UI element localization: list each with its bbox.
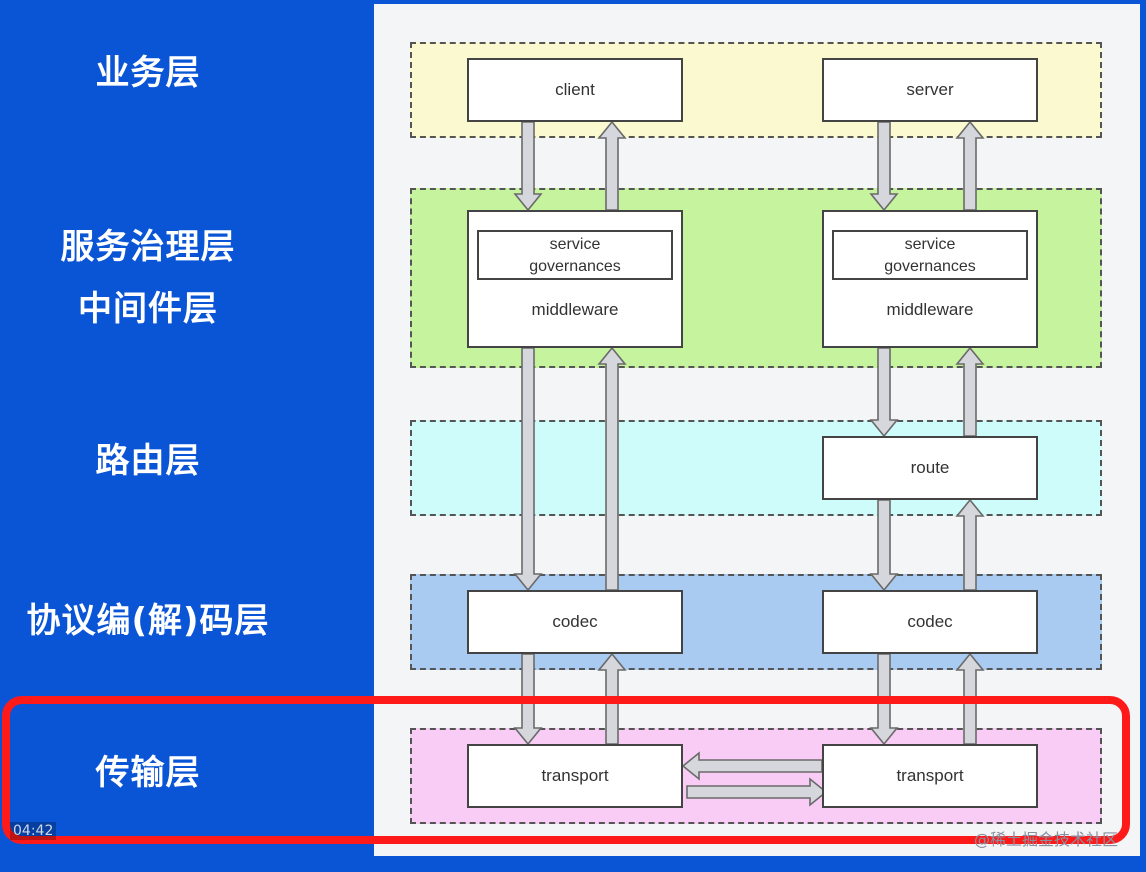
- video-timecode: 04:42: [10, 822, 57, 840]
- middleware-box-left: service governances middleware: [467, 210, 683, 348]
- service-governances-line1: service: [904, 236, 956, 253]
- middleware-label-left: middleware: [531, 300, 619, 319]
- arrow-middleware-to-client: [597, 120, 627, 211]
- service-governances-box-right: service governances: [832, 230, 1028, 280]
- arrow-middleware-to-route: [869, 347, 899, 438]
- transport-box-left: transport: [467, 744, 683, 808]
- arrow-transport-right-to-left: [681, 751, 823, 781]
- arrow-server-to-middleware: [869, 121, 899, 212]
- transport-layer-highlight: [2, 696, 1130, 844]
- layer-label-codec: 协议编(解)码层: [26, 601, 270, 641]
- layer-label-governance: 服务治理层: [60, 227, 236, 267]
- arrow-route-to-codec: [869, 499, 899, 592]
- arrow-middleware-to-server: [955, 120, 985, 211]
- arrow-codec-to-route: [955, 498, 985, 591]
- arrow-client-to-middleware: [513, 121, 543, 212]
- server-label: server: [906, 80, 954, 99]
- transport-label-left: transport: [541, 766, 609, 785]
- codec-label-left: codec: [552, 612, 598, 631]
- client-box: client: [467, 58, 683, 122]
- transport-label-right: transport: [896, 766, 964, 785]
- middleware-box-right: service governances middleware: [822, 210, 1038, 348]
- client-label: client: [555, 80, 595, 99]
- layer-label-transport: 传输层: [95, 753, 201, 793]
- layer-label-routing: 路由层: [95, 441, 201, 481]
- arrow-transport-left-to-right: [686, 777, 828, 807]
- codec-box-left: codec: [467, 590, 683, 654]
- arrow-route-to-middleware: [955, 346, 985, 437]
- middleware-label-right: middleware: [886, 300, 974, 319]
- codec-box-right: codec: [822, 590, 1038, 654]
- codec-label-right: codec: [907, 612, 953, 631]
- route-label: route: [910, 458, 950, 477]
- arrow-codec-to-middleware-left: [597, 346, 627, 591]
- service-governances-line2: governances: [884, 258, 976, 275]
- route-box: route: [822, 436, 1038, 500]
- watermark: @稀土掘金技术社区: [973, 830, 1118, 849]
- transport-box-right: transport: [822, 744, 1038, 808]
- layer-label-business: 业务层: [95, 53, 201, 93]
- layer-label-middleware: 中间件层: [78, 289, 218, 329]
- service-governances-line1: service: [549, 236, 601, 253]
- server-box: server: [822, 58, 1038, 122]
- arrow-middleware-to-codec-left: [513, 347, 543, 592]
- service-governances-box-left: service governances: [477, 230, 673, 280]
- service-governances-line2: governances: [529, 258, 621, 275]
